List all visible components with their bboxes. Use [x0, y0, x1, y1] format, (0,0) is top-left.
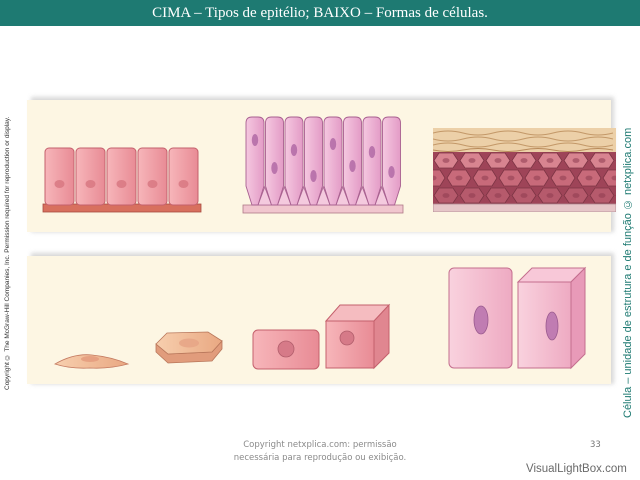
flattened-cell-line	[433, 130, 614, 136]
cell-nucleus	[481, 175, 489, 181]
basal-cell	[374, 185, 390, 206]
stratified-cell	[602, 169, 616, 187]
stratified-cell	[433, 169, 446, 187]
cell-nucleus	[277, 340, 295, 358]
cell-nucleus	[310, 170, 317, 182]
footer-copyright: Copyright netxplica.com: permissão neces…	[200, 439, 440, 465]
cell-nucleus	[598, 158, 606, 163]
epithelial-cell	[44, 147, 75, 206]
cell-nucleus	[329, 138, 337, 150]
cell-nucleus	[179, 338, 199, 348]
simple-epithelium-cells	[44, 147, 199, 206]
footer-line-2: necessária para reprodução ou exibição.	[233, 453, 407, 463]
pseudostratified-cells	[245, 116, 401, 206]
epithelial-cell	[168, 147, 199, 206]
columnar-cell	[245, 116, 265, 206]
epithelial-cell	[106, 147, 137, 206]
cell-nucleus	[388, 166, 395, 178]
columnar-cell	[362, 116, 382, 206]
basal-cell	[315, 185, 331, 206]
cell-nucleus	[178, 180, 189, 188]
squamous-cell-shapes	[54, 331, 223, 369]
title-bar: CIMA – Tipos de epitélio; BAIXO – Formas…	[0, 0, 640, 26]
watermark: VisualLightBox.com	[526, 463, 627, 475]
cell-nucleus	[368, 146, 376, 158]
flattened-cell-line	[433, 148, 614, 152]
keratinized-layer	[433, 128, 616, 153]
basement-membrane	[433, 203, 616, 212]
basal-cell	[276, 185, 292, 206]
cell-nucleus	[433, 175, 437, 181]
publisher-copyright: Copyright © The McGraw-Hill Companies, I…	[4, 116, 11, 390]
cell-nucleus	[442, 158, 450, 163]
cell-nucleus	[545, 311, 559, 341]
cell-nucleus	[572, 158, 580, 163]
cell-nucleus	[585, 175, 593, 181]
flattened-cell-line	[433, 142, 614, 148]
cell-nucleus	[473, 305, 489, 335]
columnar-cell-front-face	[517, 281, 572, 369]
columnar-cell	[382, 116, 401, 206]
flattened-cell-line	[433, 136, 614, 142]
cell-nucleus	[271, 162, 278, 174]
page-number: 33	[590, 440, 601, 450]
columnar-cell	[265, 116, 284, 206]
stratified-cells	[433, 152, 616, 204]
cell-nucleus	[85, 180, 96, 188]
epithelial-cell	[137, 147, 168, 206]
basal-cell	[257, 185, 273, 206]
slide-title: CIMA – Tipos de epitélio; BAIXO – Formas…	[152, 5, 488, 21]
cell-nucleus	[507, 175, 515, 181]
columnar-cell-shapes	[448, 266, 587, 370]
cell-nucleus	[116, 180, 127, 188]
cell-nucleus	[559, 175, 567, 181]
columnar-cell-side-face	[570, 266, 586, 370]
cell-nucleus	[598, 193, 606, 198]
footer-line-1: Copyright netxplica.com: permissão	[243, 440, 397, 450]
cell-nucleus	[54, 180, 65, 188]
cell-nucleus	[546, 193, 554, 198]
basal-cell	[296, 185, 312, 206]
cell-nucleus	[494, 193, 502, 198]
basement-membrane	[242, 204, 404, 214]
stratified-epithelium	[433, 128, 616, 212]
basal-cell	[354, 185, 370, 206]
epithelial-cell	[75, 147, 106, 206]
basal-cell	[335, 185, 351, 206]
pseudostratified-epithelium	[242, 116, 404, 214]
cell-nucleus	[468, 193, 476, 198]
cell-nucleus	[520, 193, 528, 198]
cell-nucleus	[339, 330, 355, 346]
cell-nucleus	[611, 175, 616, 181]
cell-nucleus	[147, 180, 158, 188]
cell-nucleus	[533, 175, 541, 181]
side-caption: Célula – unidade de estrutura e de funçã…	[622, 127, 634, 418]
simple-epithelium	[42, 147, 202, 213]
cell-nucleus	[81, 356, 99, 362]
columnar-cell	[323, 116, 343, 206]
cell-nucleus	[455, 175, 463, 181]
cell-nucleus	[494, 158, 502, 163]
cell-nucleus	[520, 158, 528, 163]
cell-nucleus	[546, 158, 554, 163]
columnar-cell	[304, 116, 323, 206]
cell-nucleus	[349, 160, 356, 172]
columnar-cell	[284, 116, 304, 206]
cell-nucleus	[290, 144, 298, 156]
cell-nucleus	[251, 134, 259, 146]
cell-nucleus	[442, 193, 450, 198]
cuboidal-cell-shapes	[252, 303, 391, 370]
cell-nucleus	[468, 158, 476, 163]
cell-nucleus	[572, 193, 580, 198]
